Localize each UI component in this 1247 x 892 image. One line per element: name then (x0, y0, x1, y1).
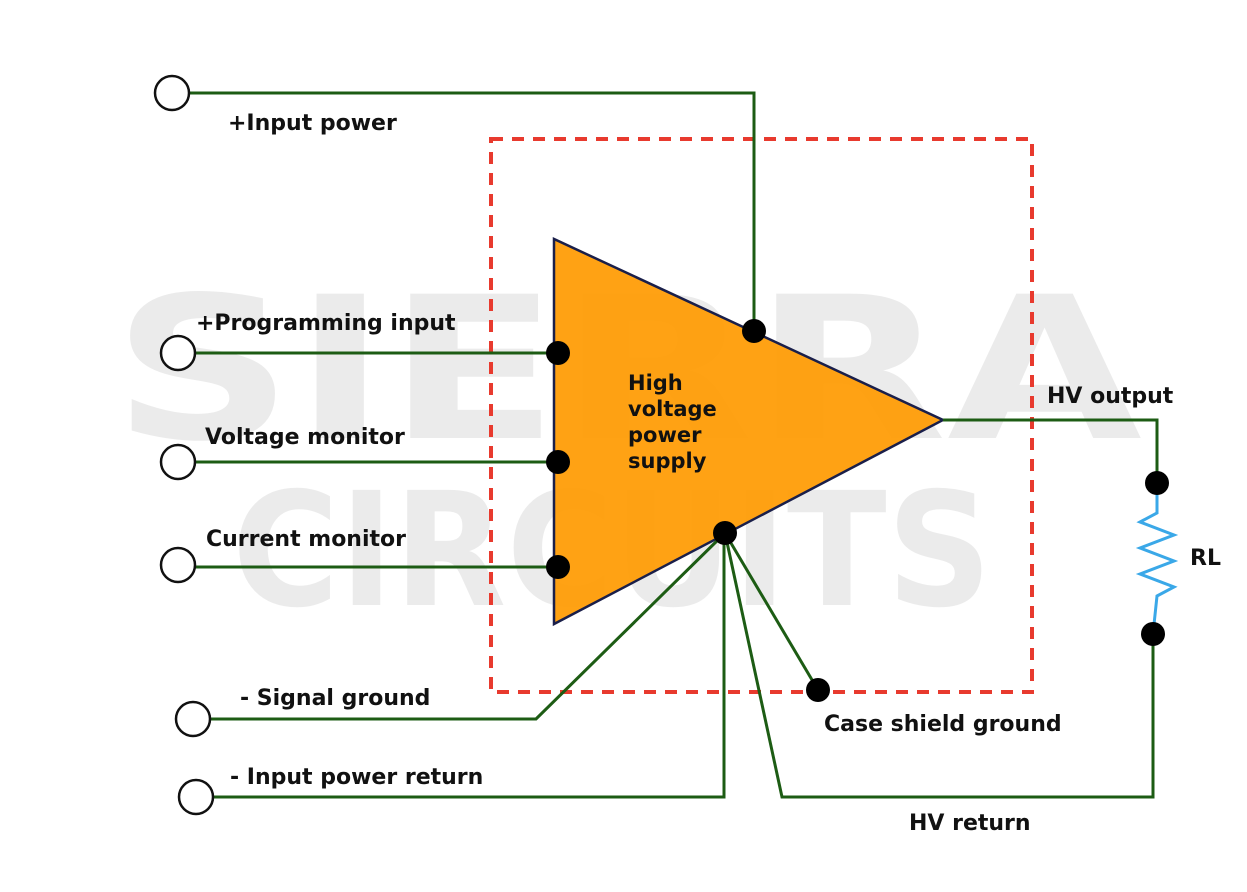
node-programming-input (546, 341, 570, 365)
amplifier-label-line4: supply (628, 449, 707, 473)
label-load-resistor: RL (1190, 546, 1221, 571)
label-voltage-monitor: Voltage monitor (205, 425, 405, 450)
amplifier-label-line1: High (628, 371, 683, 395)
wire-hv-return (723, 532, 1155, 799)
label-signal-ground: - Signal ground (240, 686, 430, 711)
label-programming-input: +Programming input (196, 311, 456, 336)
wire-input-power (190, 91, 756, 331)
wire-case-shield-ground (723, 532, 820, 691)
amplifier-label-line2: voltage (628, 397, 717, 421)
node-input-power (742, 319, 766, 343)
label-current-monitor: Current monitor (206, 527, 406, 552)
wire-signal-ground (211, 531, 727, 721)
label-input-power-return: - Input power return (230, 765, 483, 790)
wire-input-power-return (214, 533, 726, 799)
label-hv-output: HV output (1047, 384, 1174, 409)
terminal-voltage-monitor[interactable] (159, 443, 197, 481)
enclosure-boundary (489, 137, 1034, 694)
terminal-input-power-return[interactable] (177, 778, 215, 816)
terminal-programming-input[interactable] (159, 334, 197, 372)
load-resistor (1135, 483, 1179, 635)
amplifier-label-line3: power (628, 423, 702, 447)
node-current-monitor (546, 555, 570, 579)
node-case-shield-ground (806, 678, 830, 702)
terminal-signal-ground[interactable] (174, 700, 212, 738)
label-input-power: +Input power (228, 111, 397, 136)
terminal-input-power[interactable] (153, 74, 191, 112)
node-resistor-bottom (1141, 622, 1165, 646)
label-case-shield-ground: Case shield ground (824, 712, 1062, 737)
terminal-current-monitor[interactable] (159, 546, 197, 584)
node-ground-common (713, 521, 737, 545)
label-hv-return: HV return (909, 811, 1031, 836)
node-voltage-monitor (546, 450, 570, 474)
node-resistor-top (1145, 471, 1169, 495)
wire-hv-output (943, 418, 1159, 483)
